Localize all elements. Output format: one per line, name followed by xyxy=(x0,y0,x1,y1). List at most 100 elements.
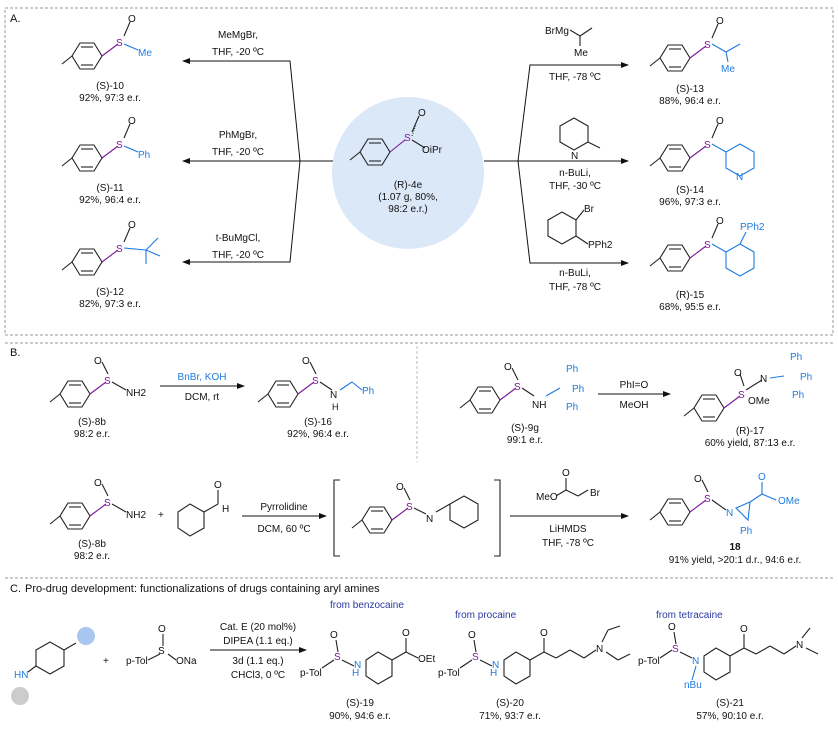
svg-text:H: H xyxy=(490,668,497,679)
a-left-2-reagent: PhMgBr, xyxy=(219,130,257,141)
svg-text:O: O xyxy=(734,368,742,379)
benzaldehyde-structure: O H xyxy=(177,480,229,537)
svg-text:O: O xyxy=(468,630,476,641)
compound-9g-structure: S O NH Ph Ph Ph xyxy=(459,362,584,414)
svg-text:O: O xyxy=(418,108,426,119)
svg-text:Ph: Ph xyxy=(566,402,578,413)
compound-21-structure: p-Tol S O N nBu O N xyxy=(638,622,819,691)
svg-text:Ph: Ph xyxy=(572,384,584,395)
center-highlight-circle xyxy=(332,97,484,249)
compound-8b-structure-2: S O NH2 xyxy=(49,478,146,530)
c-base: DIPEA (1.1 eq.) xyxy=(223,636,292,647)
b-16-label: (S)-16 xyxy=(304,417,332,428)
compound-8b-structure-1: S O NH2 xyxy=(49,356,146,408)
svg-text:S: S xyxy=(104,498,111,509)
b-9g-er: 99:1 e.r. xyxy=(507,435,543,446)
compound-12-structure: S O xyxy=(61,220,161,276)
a-right-3-reagent: n-BuLi, xyxy=(559,268,591,279)
b-plus: + xyxy=(158,510,164,521)
svg-text:N: N xyxy=(760,374,767,385)
c-20-result: 71%, 93:7 e.r. xyxy=(479,711,541,722)
group-ph-11: Ph xyxy=(138,150,150,161)
svg-text:Ph: Ph xyxy=(362,386,374,397)
b-r3-cond: DCM, 60 ºC xyxy=(257,524,310,535)
svg-text:p-Tol: p-Tol xyxy=(126,656,148,667)
b-r1-reagent: BnBr, KOH xyxy=(178,372,227,383)
svg-text:O: O xyxy=(740,624,748,635)
a-right-3-cond: THF, -78 ºC xyxy=(549,282,601,293)
compound-14-result: 96%, 97:3 e.r. xyxy=(659,197,721,208)
c-origin-21: from tetracaine xyxy=(656,610,723,621)
b-8b-label-1: (S)-8b xyxy=(78,417,106,428)
compound-20-structure: p-Tol S O H N O N xyxy=(438,625,631,685)
b-r2-cond: MeOH xyxy=(620,400,649,411)
svg-text:O: O xyxy=(94,478,102,489)
svg-text:O: O xyxy=(694,474,702,485)
compound-12-result: 82%, 97:3 e.r. xyxy=(79,299,141,310)
c-20-label: (S)-20 xyxy=(496,698,524,709)
c-cat: Cat. E (20 mol%) xyxy=(220,622,296,633)
a-left-3-reagent: t-BuMgCl, xyxy=(216,233,260,244)
b-8b-er-2: 98:2 e.r. xyxy=(74,551,110,562)
a-left-2-cond: THF, -20 ºC xyxy=(212,147,264,158)
svg-text:N: N xyxy=(736,172,743,183)
reagent-2-picoline: N xyxy=(559,117,601,162)
c-19-label: (S)-19 xyxy=(346,698,374,709)
c-plus: + xyxy=(103,656,109,667)
compound-14-label: (S)-14 xyxy=(676,185,704,196)
compound-14-structure: S O N xyxy=(649,116,755,183)
svg-text:NH2: NH2 xyxy=(126,388,146,399)
svg-text:O: O xyxy=(302,356,310,367)
b-8b-label-2: (S)-8b xyxy=(78,539,106,550)
b-18-label: 18 xyxy=(729,542,741,553)
svg-text:OMe: OMe xyxy=(778,496,800,507)
sulfinate-structure: p-Tol S O ONa xyxy=(126,624,197,667)
a-right-2-cond: THF, -30 ºC xyxy=(549,181,601,192)
section-a-frame xyxy=(4,7,834,336)
svg-text:nBu: nBu xyxy=(684,680,702,691)
b-17-label: (R)-17 xyxy=(736,426,765,437)
svg-text:S: S xyxy=(404,133,411,144)
svg-text:OEt: OEt xyxy=(418,654,435,665)
b-r2-reagent: PhI=O xyxy=(620,380,649,391)
svg-text:N: N xyxy=(571,151,578,162)
sphere-blue-icon xyxy=(77,627,95,645)
svg-text:BrMg: BrMg xyxy=(545,26,569,37)
svg-text:S: S xyxy=(472,652,479,663)
svg-text:S: S xyxy=(158,646,165,657)
compound-19-structure: p-Tol S O H N O OEt xyxy=(300,628,435,685)
svg-text:H: H xyxy=(352,668,359,679)
svg-text:O: O xyxy=(402,628,410,639)
svg-text:N: N xyxy=(492,660,499,671)
svg-text:O: O xyxy=(504,362,512,373)
svg-text:NH2: NH2 xyxy=(126,510,146,521)
svg-text:S: S xyxy=(738,390,745,401)
svg-text:p-Tol: p-Tol xyxy=(638,656,660,667)
b-17-result: 60% yield, 87:13 e.r. xyxy=(705,438,796,449)
a-left-1-reagent: MeMgBr, xyxy=(218,30,258,41)
compound-4e-structure: S O OiPr xyxy=(349,108,443,166)
center-compound-label: (R)-4e xyxy=(394,180,423,191)
compound-10-result: 92%, 97:3 e.r. xyxy=(79,93,141,104)
b-8b-er-1: 98:2 e.r. xyxy=(74,429,110,440)
svg-text:N: N xyxy=(796,640,803,651)
a-left-1-cond: THF, -20 ºC xyxy=(212,47,264,58)
a-left-3-cond: THF, -20 ºC xyxy=(212,250,264,261)
c-origin-20: from procaine xyxy=(455,610,517,621)
svg-text:O: O xyxy=(214,480,222,491)
svg-text:S: S xyxy=(704,40,711,51)
svg-text:O: O xyxy=(128,220,136,231)
section-b-label: B. xyxy=(10,347,20,359)
c-cond: CHCl3, 0 ºC xyxy=(231,670,285,681)
svg-text:S: S xyxy=(116,244,123,255)
aryl-amine-structure: HN xyxy=(11,627,95,705)
compound-10-structure: S O Me xyxy=(61,14,152,70)
svg-text:Br: Br xyxy=(590,488,601,499)
svg-text:PPh2: PPh2 xyxy=(740,222,765,233)
svg-text:N: N xyxy=(426,514,433,525)
c-origin-19: from benzocaine xyxy=(330,600,404,611)
svg-text:PPh2: PPh2 xyxy=(588,240,613,251)
svg-text:Ph: Ph xyxy=(740,526,752,537)
svg-text:H: H xyxy=(222,504,229,515)
svg-text:N: N xyxy=(692,656,699,667)
